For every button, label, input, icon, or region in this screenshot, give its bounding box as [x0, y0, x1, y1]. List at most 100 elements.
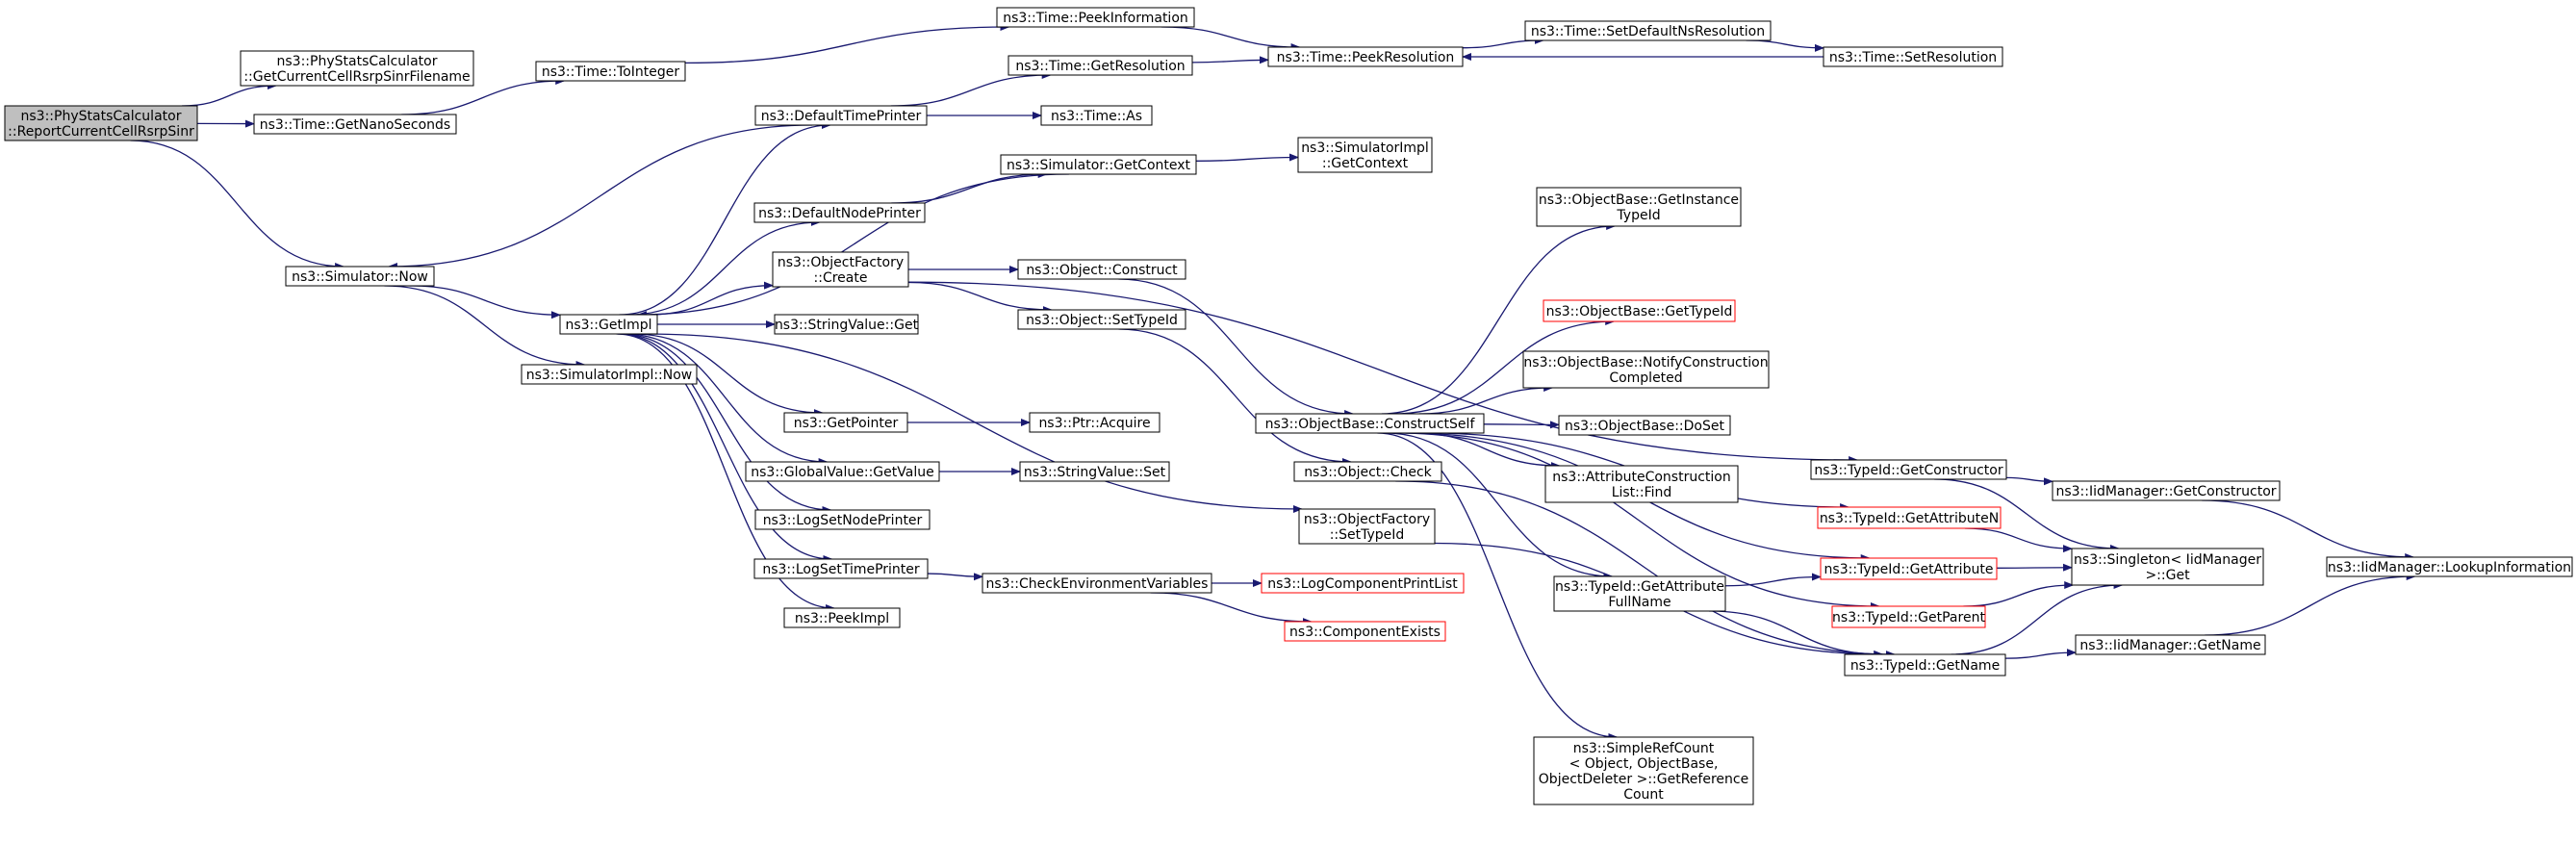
- edge-getimpl-to-deftimeprinter: [619, 121, 831, 316]
- node-ofsettypeid[interactable]: ns3::ObjectFactory::SetTypeId: [1298, 508, 1436, 545]
- edge-tigetattrfull-to-tigetattr: [1724, 573, 1822, 587]
- node-box: [774, 314, 919, 335]
- edge-obconstructself-to-attrfind: [1413, 432, 1561, 470]
- node-iidgetconstructor[interactable]: ns3::IidManager::GetConstructor: [2052, 480, 2281, 501]
- node-obdoset[interactable]: ns3::ObjectBase::DoSet: [1558, 415, 1731, 436]
- node-defnodeprinter[interactable]: ns3::DefaultNodePrinter: [753, 202, 926, 223]
- edge-objconstruct-to-obconstructself: [1118, 278, 1355, 418]
- node-label: ObjectDeleter >::GetReference: [1539, 772, 1748, 787]
- node-obnotify[interactable]: ns3::ObjectBase::NotifyConstructionCompl…: [1522, 350, 1770, 389]
- node-getimpl[interactable]: ns3::GetImpl: [559, 314, 658, 335]
- node-iidlookup[interactable]: ns3::IidManager::LookupInformation: [2326, 556, 2573, 577]
- node-label: ns3::TypeId::GetName: [1850, 658, 2000, 674]
- node-label: ns3::Time::ToInteger: [542, 64, 680, 80]
- node-compexists[interactable]: ns3::ComponentExists: [1284, 621, 1446, 642]
- node-label: ns3::Object::SetTypeId: [1026, 313, 1178, 328]
- node-getres[interactable]: ns3::Time::GetResolution: [1007, 55, 1193, 76]
- node-ofcreate[interactable]: ns3::ObjectFactory::Create: [772, 251, 909, 288]
- node-tigetattr[interactable]: ns3::TypeId::GetAttribute: [1820, 557, 1998, 580]
- node-label: ns3::IidManager::LookupInformation: [2328, 560, 2571, 575]
- node-report[interactable]: ns3::PhyStatsCalculator::ReportCurrentCe…: [4, 105, 198, 141]
- node-ptracquire[interactable]: ns3::Ptr::Acquire: [1029, 412, 1160, 433]
- node-getfilename[interactable]: ns3::PhyStatsCalculator::GetCurrentCellR…: [240, 50, 474, 87]
- node-simplerefcount[interactable]: ns3::SimpleRefCount< Object, ObjectBase,…: [1533, 736, 1754, 805]
- node-box: [1284, 621, 1446, 642]
- node-label: ns3::IidManager::GetName: [2079, 638, 2260, 653]
- node-simimplnow[interactable]: ns3::SimulatorImpl::Now: [521, 364, 698, 385]
- node-box: [535, 61, 686, 82]
- node-box: [754, 105, 928, 126]
- edge-getimpl-to-logsetnode: [620, 333, 832, 514]
- edge-checkenv-to-compexists: [1150, 592, 1313, 625]
- edge-obconstructself-to-tigetparent: [1396, 432, 1880, 610]
- node-label: ns3::ObjectFactory: [1304, 512, 1430, 527]
- edge-getimpl-to-logsettime: [618, 333, 833, 563]
- node-label: ns3::GetPointer: [794, 416, 899, 431]
- node-checkenv[interactable]: ns3::CheckEnvironmentVariables: [982, 573, 1212, 594]
- node-label: ns3::ObjectBase::DoSet: [1565, 419, 1724, 434]
- node-simgetcontext[interactable]: ns3::Simulator::GetContext: [1000, 154, 1197, 175]
- node-tigetconstructor[interactable]: ns3::TypeId::GetConstructor: [1810, 459, 2007, 480]
- node-box: [1820, 557, 1998, 580]
- node-label: TypeId: [1616, 208, 1660, 223]
- edge-report-to-getfilename: [181, 82, 277, 107]
- node-peekres[interactable]: ns3::Time::PeekResolution: [1267, 46, 1464, 67]
- node-iidgetname[interactable]: ns3::IidManager::GetName: [2075, 634, 2266, 655]
- node-tigetname[interactable]: ns3::TypeId::GetName: [1844, 653, 2006, 677]
- node-strvalset[interactable]: ns3::StringValue::Set: [1019, 461, 1170, 482]
- node-label: ns3::SimpleRefCount: [1573, 741, 1715, 756]
- node-peekimpl[interactable]: ns3::PeekImpl: [783, 607, 901, 628]
- node-label: ns3::ComponentExists: [1289, 625, 1441, 640]
- edge-getimpl-to-peekimpl: [616, 333, 836, 612]
- edge-obconstructself-to-obdoset: [1483, 421, 1560, 429]
- node-getpointer[interactable]: ns3::GetPointer: [783, 412, 908, 433]
- node-simnow[interactable]: ns3::Simulator::Now: [285, 266, 435, 287]
- node-peekinfo[interactable]: ns3::Time::PeekInformation: [996, 7, 1195, 28]
- edge-getimpl-to-gvgetvalue: [624, 333, 829, 466]
- node-label: ns3::PhyStatsCalculator: [277, 54, 438, 69]
- node-label: ns3::LogComponentPrintList: [1267, 576, 1458, 592]
- node-timeas[interactable]: ns3::Time::As: [1040, 105, 1153, 126]
- node-label: Completed: [1609, 370, 1682, 386]
- node-strvalget[interactable]: ns3::StringValue::Get: [774, 314, 919, 335]
- node-box: [783, 412, 908, 433]
- node-objsettypeid[interactable]: ns3::Object::SetTypeId: [1017, 309, 1186, 330]
- edge-obconstructself-to-obgetinst: [1381, 222, 1617, 415]
- node-label: ns3::Time::PeekResolution: [1277, 50, 1455, 65]
- node-objcheck[interactable]: ns3::Object::Check: [1293, 461, 1442, 482]
- node-gvgetvalue[interactable]: ns3::GlobalValue::GetValue: [745, 461, 940, 482]
- edge-getimpl-to-ofcreate: [649, 281, 774, 316]
- node-box: [1261, 573, 1465, 594]
- edge-simgetcontext-to-simimplgetcontext: [1195, 153, 1299, 162]
- node-objconstruct[interactable]: ns3::Object::Construct: [1017, 259, 1186, 280]
- node-setres[interactable]: ns3::Time::SetResolution: [1823, 46, 2003, 67]
- node-obgettypeid[interactable]: ns3::ObjectBase::GetTypeId: [1543, 299, 1736, 322]
- edge-logsettime-to-checkenv: [927, 573, 983, 581]
- node-box: [1831, 605, 1986, 628]
- edge-getimpl-to-defnodeprinter: [628, 218, 821, 316]
- node-logsetnode[interactable]: ns3::LogSetNodePrinter: [754, 509, 931, 530]
- node-label: ns3::Time::GetResolution: [1015, 59, 1185, 74]
- node-simimplgetcontext[interactable]: ns3::SimulatorImpl::GetContext: [1297, 137, 1433, 173]
- node-tointeger[interactable]: ns3::Time::ToInteger: [535, 61, 686, 82]
- node-tigetparent[interactable]: ns3::TypeId::GetParent: [1831, 605, 1986, 628]
- node-label: ns3::DefaultTimePrinter: [761, 109, 922, 124]
- node-setdefns[interactable]: ns3::Time::SetDefaultNsResolution: [1524, 20, 1772, 41]
- edge-objcheck-to-tigetname: [1395, 480, 1896, 658]
- node-singletonget[interactable]: ns3::Singleton< IidManager >::Get: [2071, 548, 2264, 586]
- node-label: ns3::LogSetNodePrinter: [763, 513, 923, 528]
- node-logcompprint[interactable]: ns3::LogComponentPrintList: [1261, 573, 1465, 594]
- node-getnano[interactable]: ns3::Time::GetNanoSeconds: [253, 114, 457, 135]
- node-obconstructself[interactable]: ns3::ObjectBase::ConstructSelf: [1255, 413, 1485, 434]
- node-box: [1543, 299, 1736, 322]
- node-deftimeprinter[interactable]: ns3::DefaultTimePrinter: [754, 105, 928, 126]
- node-label: ns3::ObjectBase::GetTypeId: [1546, 304, 1733, 319]
- node-tigetattrn[interactable]: ns3::TypeId::GetAttributeN: [1817, 506, 2002, 529]
- node-label: ns3::LogSetTimePrinter: [762, 562, 920, 577]
- node-logsettime[interactable]: ns3::LogSetTimePrinter: [753, 558, 929, 579]
- node-box: [783, 607, 901, 628]
- node-box: [1298, 508, 1436, 545]
